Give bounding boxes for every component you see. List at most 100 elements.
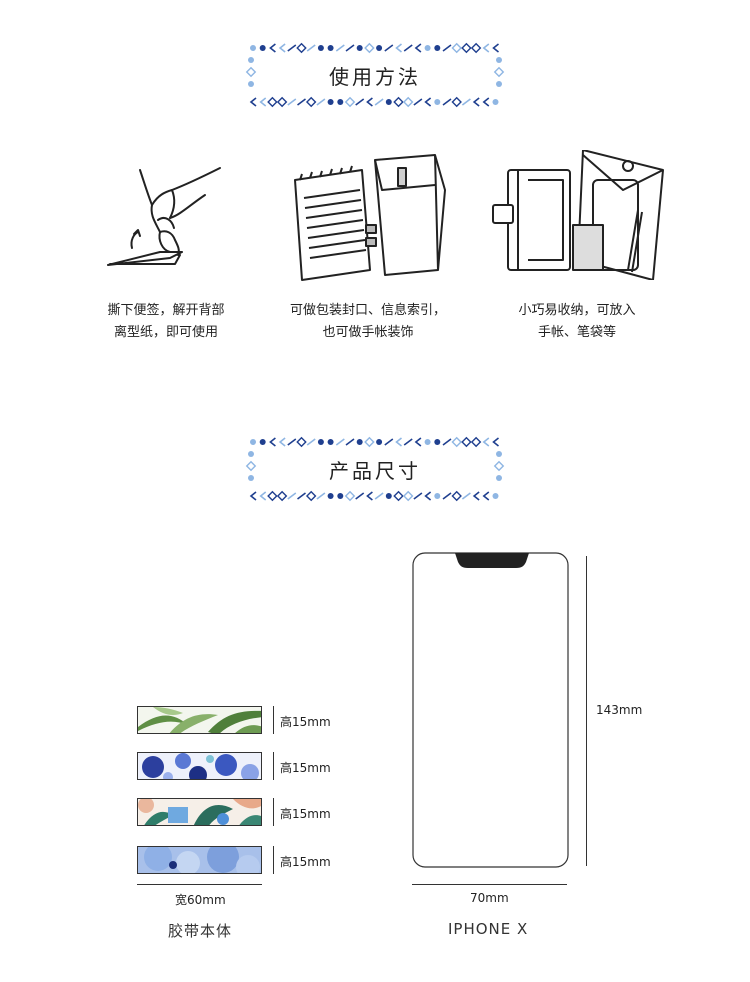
border-ornament: [259, 45, 266, 51]
border-ornament: [296, 436, 307, 448]
usage-title: 使用方法: [329, 65, 421, 89]
border-ornament: [245, 460, 257, 472]
border-ornament: [316, 98, 326, 106]
border-ornament: [327, 99, 334, 105]
border-ornament: [366, 97, 373, 107]
tape-width-label: 宽60mm: [175, 893, 226, 907]
border-ornament: [393, 490, 404, 502]
border-ornament: [451, 436, 462, 448]
border-ornament: [496, 81, 502, 87]
tape-height-label: 高15mm: [280, 807, 331, 821]
border-ornament: [287, 98, 297, 106]
border-ornament: [278, 43, 286, 53]
notepad-bag-icon: [294, 154, 446, 281]
border-ornament: [402, 96, 414, 108]
border-ornament: [492, 99, 499, 105]
border-ornament: [296, 42, 307, 54]
phone-caption: IPHONE X: [448, 920, 529, 938]
border-ornament: [395, 437, 402, 447]
border-ornament: [384, 438, 394, 446]
border-ornament: [376, 45, 383, 51]
border-ornament: [493, 460, 505, 472]
border-ornament: [482, 43, 490, 53]
border-ornament: [492, 43, 499, 53]
border-ornament: [492, 437, 499, 447]
tape-width-line: [137, 884, 262, 885]
tape-caption: 胶带本体: [168, 922, 233, 940]
tape-sample-tropical-leaves: [137, 798, 262, 826]
border-ornament: [496, 475, 502, 481]
border-ornament: [248, 57, 254, 63]
tape-height-tick: [273, 798, 274, 826]
border-ornament: [317, 439, 324, 445]
border-ornament: [287, 44, 297, 52]
border-ornament: [269, 437, 276, 447]
border-ornament: [278, 437, 286, 447]
border-ornament: [306, 438, 316, 446]
border-ornament: [493, 66, 505, 78]
border-ornament: [461, 98, 471, 106]
border-ornament: [327, 493, 334, 499]
border-ornament: [395, 43, 402, 53]
border-ornament: [424, 439, 431, 445]
phone-width-label: 70mm: [470, 891, 509, 905]
border-ornament: [345, 44, 355, 52]
phone-width-line: [412, 884, 567, 885]
border-ornament: [492, 493, 499, 499]
border-ornament: [482, 437, 490, 447]
border-ornament: [337, 99, 344, 105]
border-ornament: [267, 490, 278, 502]
border-ornament: [385, 493, 392, 499]
border-ornament: [364, 436, 375, 448]
border-ornament: [442, 44, 452, 52]
border-ornament: [424, 491, 432, 501]
border-ornament: [355, 492, 365, 500]
border-ornament: [316, 492, 326, 500]
border-ornament: [250, 439, 256, 445]
border-ornament: [461, 436, 472, 448]
tape-height-tick: [273, 706, 274, 734]
border-ornament: [442, 438, 452, 446]
border-ornament: [335, 438, 345, 446]
border-ornament: [402, 490, 414, 502]
border-ornament: [496, 451, 502, 457]
border-ornament: [344, 96, 356, 108]
border-ornament: [259, 439, 266, 445]
border-ornament: [414, 43, 422, 53]
tape-sample-green-leaves: [137, 706, 262, 734]
border-ornament: [356, 439, 363, 445]
border-ornament: [374, 492, 384, 500]
border-ornament: [248, 475, 254, 481]
phone-height-line: [586, 556, 587, 866]
border-ornament: [364, 42, 375, 54]
size-title-frame: 产品尺寸: [245, 436, 505, 502]
tape-height-tick: [273, 846, 274, 874]
border-ornament: [434, 99, 441, 105]
border-ornament: [482, 97, 490, 107]
border-ornament: [374, 98, 384, 106]
border-ornament: [267, 96, 278, 108]
border-ornament: [249, 491, 257, 501]
tape-sample-blue-watercolor: [137, 846, 262, 874]
border-ornament: [245, 66, 257, 78]
border-ornament: [393, 96, 404, 108]
border-ornament: [472, 97, 480, 107]
peel-hand-icon: [107, 167, 221, 266]
border-ornament: [356, 45, 363, 51]
tape-height-tick: [273, 752, 274, 780]
border-ornament: [276, 490, 288, 502]
border-ornament: [259, 97, 267, 107]
border-ornament: [424, 97, 432, 107]
phone-height-label: 143mm: [596, 703, 643, 717]
border-ornament: [259, 491, 267, 501]
border-ornament: [434, 45, 441, 51]
planner-pouch-icon: [492, 150, 664, 280]
tape-sample-blue-flowers: [137, 752, 262, 780]
decorative-border-icon: [245, 436, 505, 502]
border-ornament: [345, 438, 355, 446]
border-ornament: [317, 45, 324, 51]
border-ornament: [403, 438, 413, 446]
border-ornament: [424, 45, 431, 51]
tape-height-label: 高15mm: [280, 761, 331, 775]
border-ornament: [327, 45, 334, 51]
